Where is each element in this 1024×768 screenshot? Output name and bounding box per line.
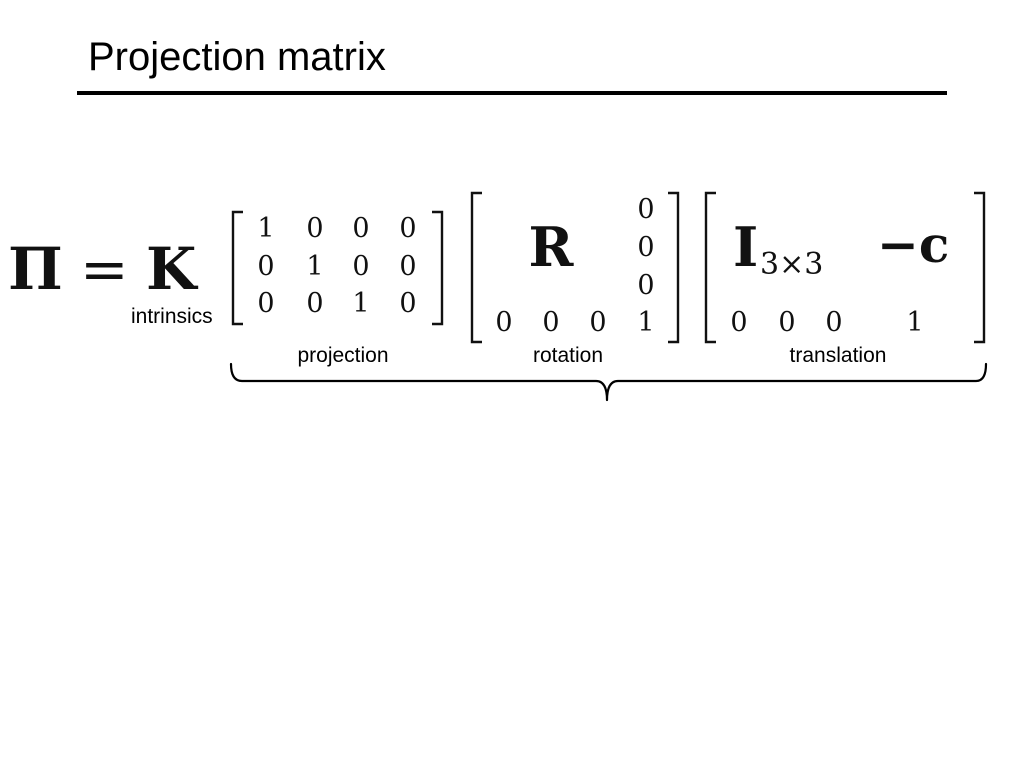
rot-bottom-cell: 0 bbox=[589, 307, 606, 338]
proj-cell: 0 bbox=[352, 213, 369, 244]
projection-right-bracket bbox=[432, 210, 444, 326]
projection-left-bracket bbox=[231, 210, 243, 326]
k-symbol: K bbox=[146, 235, 199, 303]
translation-label: translation bbox=[790, 344, 887, 367]
projection-equation: Π = K intrinsics 1 0 0 0 0 1 0 0 0 0 1 0… bbox=[8, 191, 988, 402]
title-underline bbox=[77, 91, 947, 95]
minus-c-vector: −c bbox=[877, 215, 949, 274]
slide-title: Projection matrix bbox=[88, 35, 386, 79]
identity-subscript: 3×3 bbox=[760, 247, 823, 282]
proj-cell: 0 bbox=[399, 251, 416, 282]
rot-column-cell: 0 bbox=[637, 194, 654, 225]
rotation-label: rotation bbox=[533, 344, 603, 367]
rotation-right-bracket bbox=[668, 191, 680, 344]
proj-cell: 1 bbox=[352, 288, 369, 319]
proj-cell: 0 bbox=[352, 251, 369, 282]
rot-column-cell: 0 bbox=[637, 270, 654, 301]
rotation-left-bracket bbox=[470, 191, 482, 344]
proj-cell: 1 bbox=[306, 251, 323, 282]
proj-cell: 0 bbox=[257, 251, 274, 282]
rot-bottom-cell: 0 bbox=[542, 307, 559, 338]
rotation-r-symbol: R bbox=[529, 215, 575, 279]
trans-bottom-cell: 0 bbox=[825, 307, 842, 338]
proj-cell: 0 bbox=[257, 288, 274, 319]
translation-right-bracket bbox=[974, 191, 986, 344]
trans-bottom-cell: 0 bbox=[730, 307, 747, 338]
translation-matrix-entries: I 3×3 −c 0 0 0 1 bbox=[730, 215, 949, 338]
trans-bottom-cell: 1 bbox=[906, 307, 923, 338]
intrinsics-label: intrinsics bbox=[131, 305, 213, 328]
projection-matrix-entries: 1 0 0 0 0 1 0 0 0 0 1 0 bbox=[257, 213, 416, 319]
proj-cell: 0 bbox=[306, 288, 323, 319]
proj-cell: 1 bbox=[257, 213, 274, 244]
grouping-brace bbox=[229, 362, 988, 402]
rot-bottom-cell: 1 bbox=[637, 307, 654, 338]
proj-cell: 0 bbox=[306, 213, 323, 244]
proj-cell: 0 bbox=[399, 213, 416, 244]
translation-left-bracket bbox=[704, 191, 716, 344]
proj-cell: 0 bbox=[399, 288, 416, 319]
equals-sign: = bbox=[80, 235, 129, 303]
trans-bottom-cell: 0 bbox=[778, 307, 795, 338]
projection-label: projection bbox=[297, 344, 388, 367]
pi-symbol: Π bbox=[8, 235, 63, 303]
rot-bottom-cell: 0 bbox=[495, 307, 512, 338]
identity-symbol: I bbox=[733, 215, 758, 279]
rotation-matrix-entries: R 0 0 0 0 0 0 1 bbox=[495, 194, 654, 338]
rot-column-cell: 0 bbox=[637, 232, 654, 263]
